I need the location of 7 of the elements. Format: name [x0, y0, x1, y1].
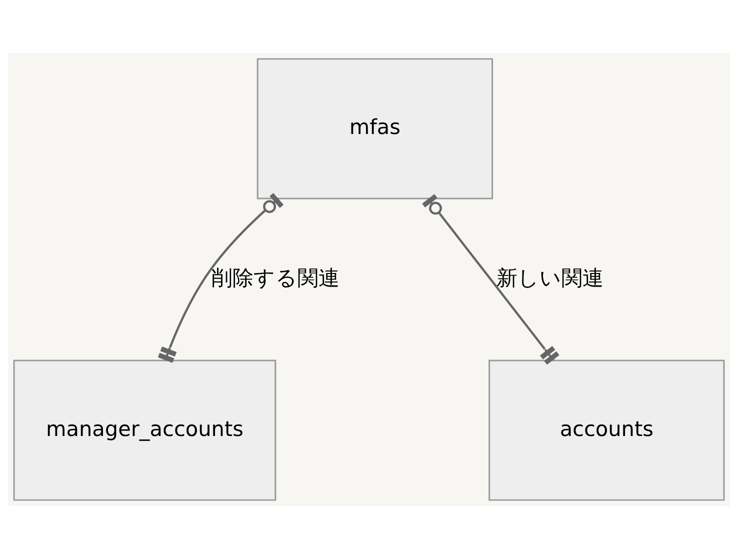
edge-label: 削除する関連 [211, 265, 340, 290]
node-box: manager_accounts [13, 359, 276, 500]
node-box: accounts [488, 359, 725, 500]
connector [422, 194, 560, 364]
edge-label: 新しい関連 [496, 265, 604, 290]
connector [158, 192, 284, 362]
node-box: mfas [256, 58, 494, 199]
